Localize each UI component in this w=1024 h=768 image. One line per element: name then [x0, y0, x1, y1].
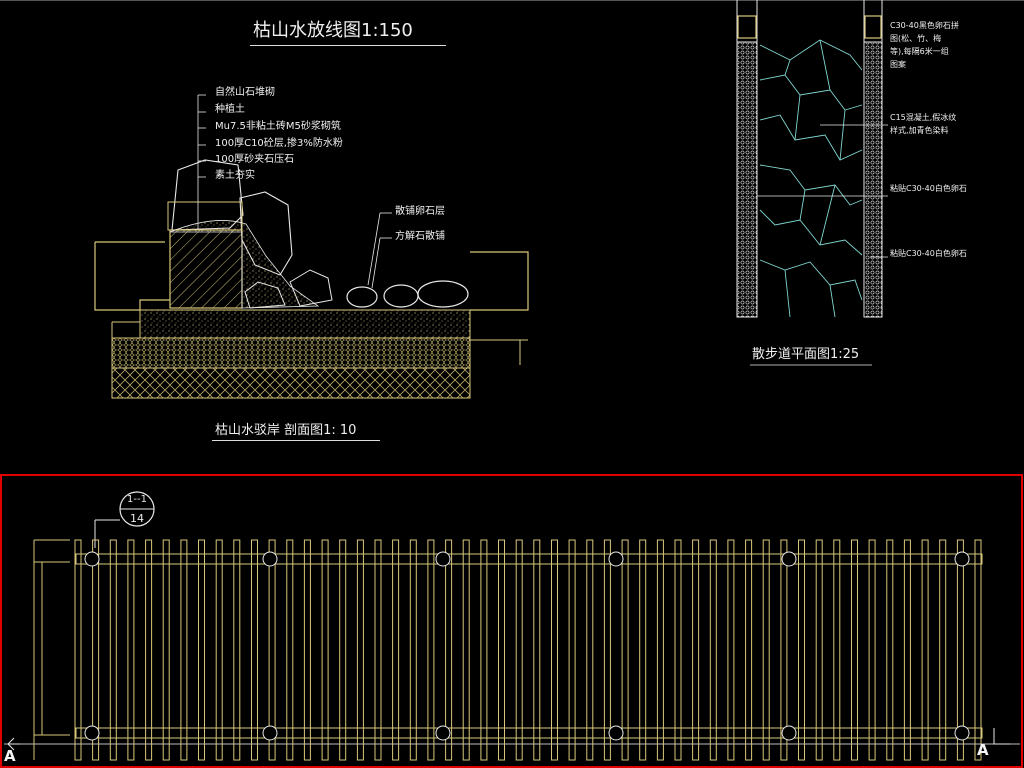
- fence-picket: [833, 539, 841, 761]
- fence-picket: [568, 539, 576, 761]
- section-label-1: 自然山石堆砌: [215, 87, 275, 98]
- fence-post-node: [781, 551, 797, 567]
- fence-elevation-drawing: [4, 491, 1020, 761]
- fence-picket: [762, 539, 770, 761]
- fence-picket: [427, 539, 435, 761]
- fence-picket: [551, 539, 558, 761]
- fence-picket: [674, 539, 682, 761]
- fence-picket: [392, 539, 400, 761]
- walkway-plan-drawing: [736, 0, 888, 366]
- section-mark-right-arrow: [993, 728, 1010, 745]
- fence-picket: [215, 539, 223, 761]
- section-label-4: 100厚C10砼层,掺3%防水粉: [215, 138, 343, 149]
- walkway-low-label-2: 粘贴C30-40白色卵石: [890, 249, 967, 258]
- fence-picket: [180, 539, 188, 761]
- fence-picket: [321, 539, 329, 761]
- viewport-frame: [0, 474, 1023, 768]
- fence-picket: [251, 539, 258, 761]
- detail-callout-top: 1--1: [127, 494, 147, 505]
- section-label-3: Mu7.5非粘土砖M5砂浆砌筑: [215, 121, 341, 132]
- fence-picket: [533, 539, 541, 761]
- walkway-top-label-1: C30-40黑色卵石拼: [890, 21, 959, 30]
- section-mark-left-arrow: [7, 737, 20, 751]
- fence-picket: [939, 539, 947, 761]
- fence-picket: [903, 539, 911, 761]
- walkway-top-label-3: 等),每隔6米一组: [890, 47, 949, 56]
- right-label-pebble-layer: 散铺卵石层: [395, 206, 445, 217]
- fence-post-node: [608, 551, 624, 567]
- fence-picket: [639, 539, 647, 761]
- right-label-calcite: 方解石散铺: [395, 231, 445, 242]
- section-title-underline: [212, 440, 380, 441]
- fence-picket: [409, 539, 417, 761]
- fence-picket: [956, 539, 964, 761]
- fence-post-node: [954, 551, 970, 567]
- walkway-mid-label-2: 样式,加青色染料: [890, 126, 949, 135]
- detail-callout-bottom: 14: [130, 512, 144, 525]
- fence-picket: [656, 539, 664, 761]
- fence-picket: [92, 539, 100, 761]
- fence-picket: [145, 539, 153, 761]
- fence-picket: [727, 539, 735, 761]
- fence-picket: [74, 539, 82, 761]
- fence-picket: [162, 539, 170, 761]
- fence-post-node: [84, 551, 100, 567]
- fence-picket: [356, 539, 364, 761]
- fence-picket: [603, 539, 611, 761]
- fence-post-node: [781, 725, 797, 741]
- fence-picket: [692, 539, 700, 761]
- fence-picket: [815, 539, 823, 761]
- section-mark-right-label: A: [977, 741, 989, 759]
- fence-picket: [515, 539, 523, 761]
- fence-picket: [109, 539, 117, 761]
- walkway-top-label-2: 图(松、竹、梅: [890, 34, 942, 43]
- fence-picket: [851, 539, 858, 761]
- fence-post-node: [435, 551, 451, 567]
- fence-picket: [127, 539, 135, 761]
- fence-picket: [286, 539, 294, 761]
- fence-picket: [745, 539, 753, 761]
- fence-picket: [921, 539, 929, 761]
- walkway-low-label-1: 粘贴C30-40白色卵石: [890, 184, 967, 193]
- section-title: 枯山水驳岸 剖面图1: 10: [215, 423, 357, 438]
- fence-picket: [233, 539, 241, 761]
- fence-picket: [974, 539, 982, 761]
- fence-post-node: [435, 725, 451, 741]
- fence-picket: [586, 539, 594, 761]
- fence-post-node: [262, 725, 278, 741]
- layout-plan-title: 枯山水放线图1:150: [253, 20, 413, 41]
- fence-picket: [268, 539, 276, 761]
- fence-picket: [621, 539, 629, 761]
- fence-picket: [303, 539, 311, 761]
- fence-post-node: [954, 725, 970, 741]
- section-label-2: 种植土: [215, 104, 245, 115]
- fence-picket: [374, 539, 382, 761]
- fence-picket: [886, 539, 894, 761]
- walkway-top-label-4: 图案: [890, 60, 906, 69]
- fence-picket: [798, 539, 805, 761]
- fence-picket: [445, 539, 453, 761]
- fence-picket: [339, 539, 347, 761]
- walkway-plan-title: 散步道平面图1:25: [752, 347, 860, 362]
- fence-picket: [709, 539, 717, 761]
- fence-picket: [780, 539, 788, 761]
- fence-picket: [462, 539, 470, 761]
- fence-picket: [480, 539, 488, 761]
- walkway-mid-label-1: C15混凝土,假冰纹: [890, 113, 957, 122]
- fence-post-node: [608, 725, 624, 741]
- section-label-6: 素土夯实: [215, 170, 255, 181]
- fence-post-node: [262, 551, 278, 567]
- fence-post-node: [84, 725, 100, 741]
- revetment-section-drawing: [94, 94, 529, 399]
- layout-plan-title-underline: [250, 45, 446, 46]
- section-label-5: 100厚砂夹石压石: [215, 154, 295, 165]
- fence-picket: [868, 539, 876, 761]
- section-mark-left-label: A: [4, 747, 16, 765]
- fence-picket: [198, 539, 205, 761]
- fence-picket: [498, 539, 505, 761]
